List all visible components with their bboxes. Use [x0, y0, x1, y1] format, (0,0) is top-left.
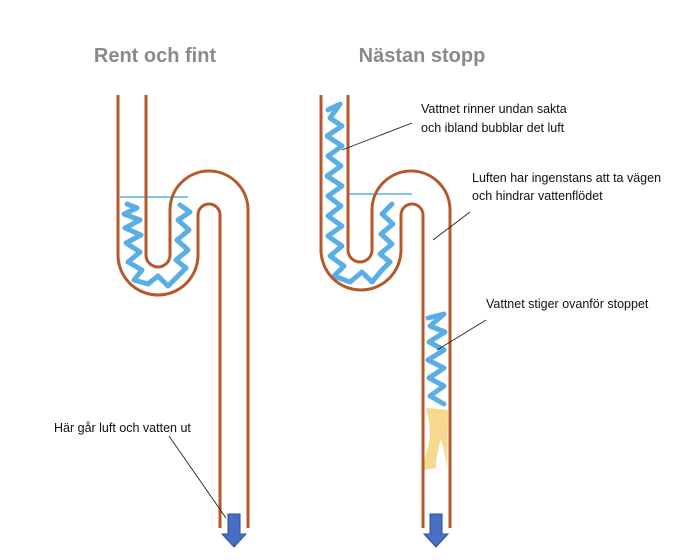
leader-water-rises	[436, 319, 487, 351]
title-almost-clogged: Nästan stopp	[359, 45, 486, 67]
label-no-air-line1: Luften har ingenstans att ta vägen	[472, 171, 661, 185]
label-slow-drain-line2: och ibland bubblar det luft	[421, 121, 565, 135]
water-right-trap	[324, 101, 396, 285]
leader-no-air	[432, 211, 471, 241]
water-left-trap	[121, 201, 193, 289]
label-slow-drain-line1: Vattnet rinner undan sakta	[421, 102, 567, 116]
leader-slow-drain	[341, 122, 413, 151]
title-clean-pipe: Rent och fint	[94, 45, 217, 67]
down-arrow-icon-left	[220, 513, 248, 548]
pipe-outer-right	[319, 95, 425, 528]
down-arrow-icon-right	[422, 513, 450, 548]
pipe-inner-right	[346, 95, 452, 528]
label-air-water-out: Här går luft och vatten ut	[54, 421, 191, 435]
label-no-air-line2: och hindrar vattenflödet	[472, 189, 603, 203]
right-trap	[319, 95, 452, 528]
clog-blockage	[423, 408, 448, 470]
water-above-clog	[425, 311, 448, 407]
pipe-inner-left	[144, 95, 250, 528]
pipe-outer-left	[116, 95, 222, 528]
label-water-rises: Vattnet stiger ovanför stoppet	[486, 297, 649, 311]
left-trap	[116, 95, 250, 528]
leader-air-water-out	[168, 435, 227, 519]
